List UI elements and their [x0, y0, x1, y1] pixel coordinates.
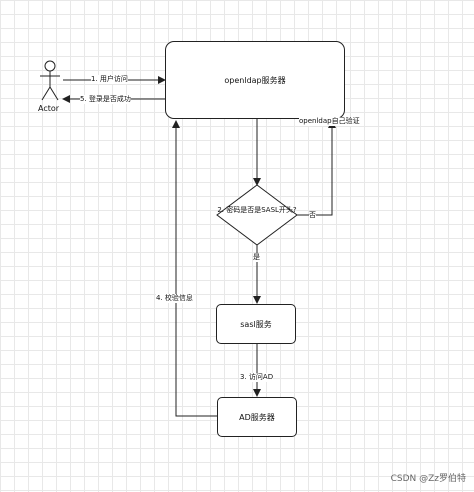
decision-diamond — [216, 184, 298, 246]
ad-server-label: AD服务器 — [239, 412, 275, 422]
edge-label-verify-info: 4. 校验信息 — [156, 294, 193, 303]
edge-label-self-verify: openldap自己验证 — [299, 117, 360, 126]
actor-figure — [40, 60, 60, 101]
sasl-service-node: sasl服务 — [216, 304, 296, 344]
watermark-text: CSDN @Zz罗伯特 — [390, 474, 466, 484]
edge-no — [297, 120, 336, 216]
openldap-server-node: openldap服务器 — [165, 41, 345, 119]
edge-verify-info — [172, 120, 217, 417]
decision-label: 2. 密码是否是SASL开头? — [217, 206, 297, 214]
edge-label-no: 否 — [309, 211, 316, 220]
edge-label-access-ad: 3. 访问AD — [240, 373, 274, 382]
ad-server-node: AD服务器 — [217, 397, 297, 437]
sasl-service-label: sasl服务 — [240, 319, 272, 329]
edge-label-login-result: 5. 登录是否成功 — [80, 95, 131, 104]
openldap-server-label: openldap服务器 — [224, 75, 286, 85]
actor-label: Actor — [38, 104, 60, 113]
edge-label-yes: 是 — [253, 253, 260, 262]
edge-label-user-access: 1. 用户访问 — [91, 75, 128, 84]
